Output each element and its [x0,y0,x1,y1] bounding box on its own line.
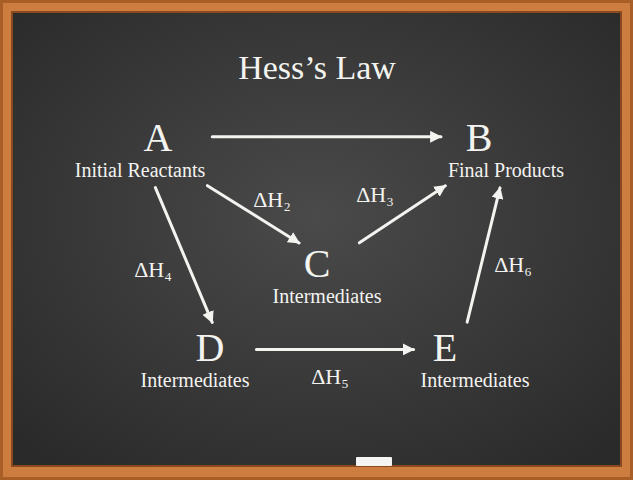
reaction-stage: AInitial Reactants [73,117,208,183]
reaction-arrow [155,188,212,323]
reaction-stage: BFinal Products [446,117,566,183]
enthalpy-label: ΔH₃ [356,184,394,206]
species-letter: D [196,328,225,368]
frame-wood [3,3,630,477]
reaction-stage: CIntermediates [271,243,384,309]
board-surface [13,13,620,465]
reaction-arrow [207,186,299,243]
enthalpy-label: ΔH₄ [134,259,172,281]
species-caption: Initial Reactants [75,158,206,182]
species-caption: Intermediates [273,284,382,308]
species-letter: A [144,118,173,158]
chalk-piece [356,457,392,466]
species-caption: Intermediates [421,368,530,392]
enthalpy-label: ΔH₅ [311,366,349,388]
species-letter: B [466,118,493,158]
species-letter: E [433,328,457,368]
enthalpy-label: ΔH₂ [253,189,291,211]
species-caption: Final Products [448,158,564,182]
reaction-arrow [256,348,413,351]
enthalpy-label: ΔH₆ [494,254,532,276]
species-caption: Intermediates [141,368,250,392]
reaction-arrow [212,135,441,138]
reaction-stage: DIntermediates [139,327,252,393]
title: Hess’s Law [238,49,396,86]
frame-inner-edge [11,11,622,467]
species-letter: C [304,244,331,284]
reaction-stage: EIntermediates [419,327,532,393]
